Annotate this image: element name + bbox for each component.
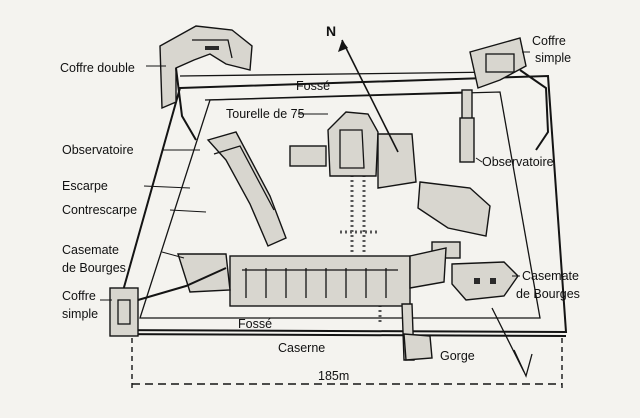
casemate-bourges-right bbox=[451, 261, 519, 301]
gorge-entrance bbox=[401, 303, 433, 361]
label-observatoire-right: Observatoire bbox=[482, 155, 554, 169]
scale-bar bbox=[131, 338, 563, 392]
label-fosse-top: Fossé bbox=[296, 79, 330, 93]
label-tourelle: Tourelle de 75 bbox=[226, 107, 305, 121]
label-observatoire-left: Observatoire bbox=[62, 143, 134, 157]
label-coffre-simple-sw-1: Coffre bbox=[62, 289, 96, 303]
tourelle-structure bbox=[289, 111, 379, 177]
label-coffre-simple-sw-2: simple bbox=[62, 307, 98, 321]
counterscarp-outline bbox=[110, 74, 568, 334]
coffre-simple-ne bbox=[469, 37, 550, 151]
label-escarpe: Escarpe bbox=[62, 179, 108, 193]
ditch-top-line bbox=[179, 71, 501, 77]
main-casern-block bbox=[177, 247, 447, 307]
label-contrescarpe: Contrescarpe bbox=[62, 203, 137, 217]
label-gorge: Gorge bbox=[440, 349, 475, 363]
label-coffre-double: Coffre double bbox=[60, 61, 135, 75]
label-casemate-left-2: de Bourges bbox=[62, 261, 126, 275]
sketch-arrow bbox=[491, 307, 533, 378]
label-casemate-left-1: Casemate bbox=[62, 243, 119, 257]
label-fosse-bottom: Fossé bbox=[238, 317, 272, 331]
coffre-simple-sw bbox=[109, 267, 227, 337]
escarp-outline bbox=[139, 91, 541, 319]
leader-lines bbox=[100, 51, 530, 301]
label-coffre-simple-ne-2: simple bbox=[535, 51, 571, 65]
label-casemate-right-2: de Bourges bbox=[516, 287, 580, 301]
gallery-left bbox=[206, 131, 287, 247]
label-scale: 185m bbox=[318, 369, 349, 383]
label-coffre-simple-ne-1: Coffre bbox=[532, 34, 566, 48]
label-caserne: Caserne bbox=[278, 341, 325, 355]
observatoire-right-corridor bbox=[459, 89, 475, 163]
north-arrow bbox=[338, 39, 399, 153]
label-north: N bbox=[326, 23, 336, 39]
label-casemate-right-1: Casemate bbox=[522, 269, 579, 283]
coffre-double bbox=[159, 25, 253, 141]
ditch-top-line-inner bbox=[204, 91, 471, 101]
ditch-bottom-line bbox=[111, 333, 567, 337]
